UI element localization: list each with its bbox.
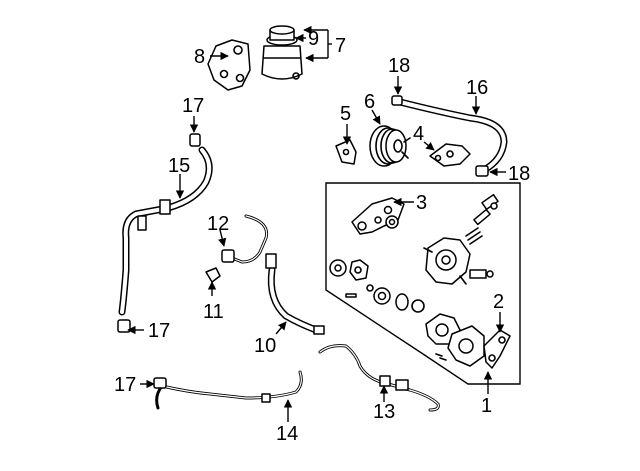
pump-rear-housing: [435, 325, 485, 367]
callout-17-bottom: 17: [114, 374, 136, 396]
pressure-line-assembly[interactable]: [230, 214, 325, 335]
pump-assembly-box: [325, 182, 521, 385]
callout-13: 13: [373, 401, 395, 423]
callout-11: 11: [203, 301, 224, 323]
pump-body[interactable]: [423, 237, 471, 285]
callout-9: 9: [308, 28, 319, 50]
pump-support-bracket[interactable]: [429, 143, 471, 167]
adjusting-bar[interactable]: [483, 329, 511, 369]
callout-5: 5: [340, 103, 351, 125]
callout-10: 10: [254, 335, 276, 357]
callout-1: 1: [481, 395, 492, 417]
callout-2: 2: [493, 291, 504, 313]
hose-clamp-12[interactable]: [221, 249, 235, 263]
reservoir-bracket[interactable]: [207, 39, 251, 91]
callout-labels: 1 2 3 4 5 6 7 8 9 10 11 12 13 14 15 16 1…: [114, 28, 530, 445]
callout-14: 14: [276, 423, 298, 445]
leader-lines: [127, 25, 506, 422]
callout-6: 6: [364, 91, 375, 113]
return-tube[interactable]: [153, 370, 303, 410]
return-hose[interactable]: [391, 95, 508, 177]
pump-seals: [329, 259, 425, 313]
pump-bracket[interactable]: [351, 197, 405, 235]
callout-16: 16: [466, 77, 488, 99]
callout-15: 15: [168, 155, 190, 177]
callout-12: 12: [207, 213, 229, 235]
pressure-hose[interactable]: [117, 133, 213, 333]
callout-7: 7: [335, 35, 346, 57]
callout-3: 3: [416, 192, 427, 214]
callout-17-top: 17: [182, 95, 204, 117]
reservoir-tank[interactable]: [261, 25, 303, 80]
callout-17-left: 17: [148, 320, 170, 342]
hose-clamp-11[interactable]: [205, 267, 221, 283]
valve-parts: [465, 193, 499, 279]
drive-pulley[interactable]: [369, 125, 411, 167]
callout-18-top: 18: [388, 55, 410, 77]
callout-18-right: 18: [508, 163, 530, 185]
callout-8: 8: [194, 46, 205, 68]
callout-4: 4: [413, 123, 424, 145]
washer: [385, 215, 399, 229]
pulley-bracket[interactable]: [335, 139, 357, 165]
